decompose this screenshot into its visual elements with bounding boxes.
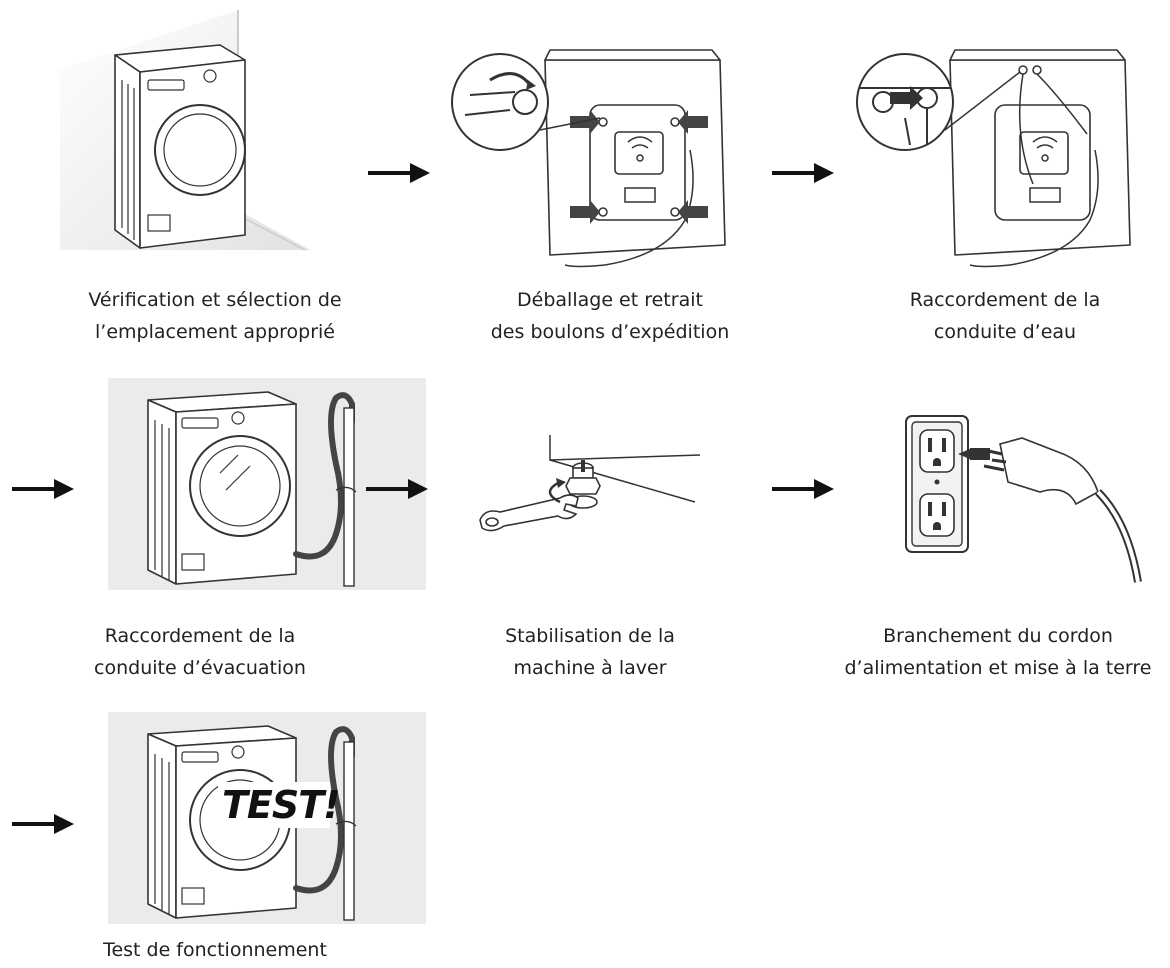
step-2-caption: Déballage et retrait des boulons d’expéd… — [455, 284, 765, 348]
step-1-illustration — [60, 10, 310, 251]
step-5-illustration — [479, 435, 701, 532]
step-4-caption: Raccordement de la conduite d’évacuation — [45, 620, 355, 684]
caption-line: machine à laver — [513, 657, 667, 679]
test-badge: TEST! — [222, 783, 340, 827]
caption-line: Raccordement de la — [104, 625, 296, 647]
caption-line: conduite d’eau — [933, 321, 1077, 343]
step-6-caption: Branchement du cordon d’alimentation et … — [828, 620, 1168, 684]
arrow-right-icon — [368, 163, 430, 183]
step-4-illustration — [108, 378, 426, 590]
arrow-right-icon — [772, 479, 834, 499]
step-7-caption: Test de fonctionnement — [60, 934, 370, 966]
caption-line: l’emplacement approprié — [95, 321, 335, 343]
caption-line: conduite d’évacuation — [94, 657, 306, 679]
arrow-right-icon — [12, 814, 74, 834]
step-1-caption: Vérification et sélection de l’emplaceme… — [60, 284, 370, 348]
step-3-caption: Raccordement de la conduite d’eau — [850, 284, 1160, 348]
step-2-illustration — [451, 49, 726, 268]
step-5-caption: Stabilisation de la machine à laver — [435, 620, 745, 684]
caption-line: Vérification et sélection de — [88, 289, 342, 311]
step-6-illustration — [905, 415, 1142, 583]
step-7-illustration: TEST! — [108, 712, 426, 924]
caption-line: des boulons d’expédition — [490, 321, 730, 343]
step-3-illustration — [856, 49, 1131, 268]
caption-line: Branchement du cordon — [883, 625, 1113, 647]
caption-line: Raccordement de la — [909, 289, 1101, 311]
caption-line: d’alimentation et mise à la terre — [844, 657, 1152, 679]
arrow-right-icon — [12, 479, 74, 499]
arrow-right-icon — [366, 479, 428, 499]
arrow-right-icon — [772, 163, 834, 183]
caption-line: Déballage et retrait — [517, 289, 703, 311]
caption-line: Stabilisation de la — [505, 625, 675, 647]
caption-line: Test de fonctionnement — [103, 939, 327, 961]
